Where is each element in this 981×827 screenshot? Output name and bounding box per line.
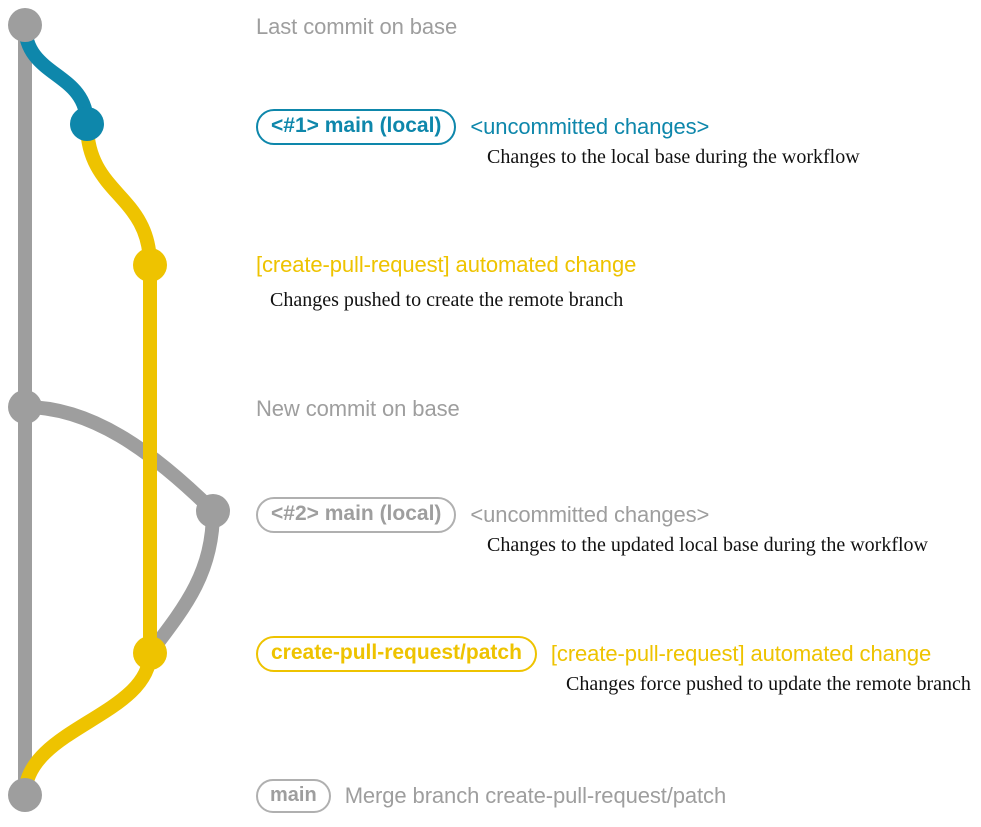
node-base-head-commit [8, 8, 42, 42]
commit-entry-local-2: <#2> main (local) <uncommitted changes> [256, 497, 710, 534]
commit-note-patch-1: Changes pushed to create the remote bran… [270, 289, 624, 311]
node-merge-commit [8, 778, 42, 812]
ref-badge-create-pull-request-patch[interactable]: create-pull-request/patch [256, 636, 537, 673]
node-local-commit-1 [70, 107, 104, 141]
commit-subject-local-1: <uncommitted changes> [470, 114, 710, 140]
node-local-commit-2 [196, 494, 230, 528]
edge-base-to-local-2 [18, 400, 220, 518]
commit-entry-patch-2: create-pull-request/patch [create-pull-r… [256, 636, 932, 673]
commit-subject-local-2: <uncommitted changes> [470, 502, 710, 528]
ref-badge-main[interactable]: main [256, 779, 331, 813]
ref-badge-main-local-2[interactable]: <#2> main (local) [256, 497, 457, 534]
commit-subject-merge: Merge branch create-pull-request/patch [344, 783, 727, 808]
edge-local-1-to-patch-1 [80, 117, 157, 272]
heading-last-commit-on-base: Last commit on base [256, 14, 458, 39]
edge-patch-2-to-merge [18, 646, 157, 802]
node-remote-patch-commit-2 [133, 636, 167, 670]
commit-entry-local-1: <#1> main (local) <uncommitted changes> [256, 109, 710, 146]
heading-new-commit-on-base: New commit on base [256, 396, 460, 421]
ref-badge-main-local-1[interactable]: <#1> main (local) [256, 109, 457, 146]
commit-subject-patch-1: [create-pull-request] automated change [256, 252, 637, 277]
edge-base-to-local-1 [18, 18, 94, 131]
commit-note-local-2: Changes to the updated local base during… [487, 534, 928, 556]
node-base-new-commit [8, 390, 42, 424]
commit-note-patch-2: Changes force pushed to update the remot… [566, 673, 971, 695]
commit-nodes [8, 8, 230, 812]
edge-local-2-to-patch-2 [143, 504, 220, 660]
commit-note-local-1: Changes to the local base during the wor… [487, 146, 860, 168]
commit-entry-merge: main Merge branch create-pull-request/pa… [256, 779, 726, 813]
commit-entry-patch-1: [create-pull-request] automated change [256, 252, 636, 278]
node-remote-patch-commit-1 [133, 248, 167, 282]
commit-subject-patch-2: [create-pull-request] automated change [550, 641, 932, 667]
